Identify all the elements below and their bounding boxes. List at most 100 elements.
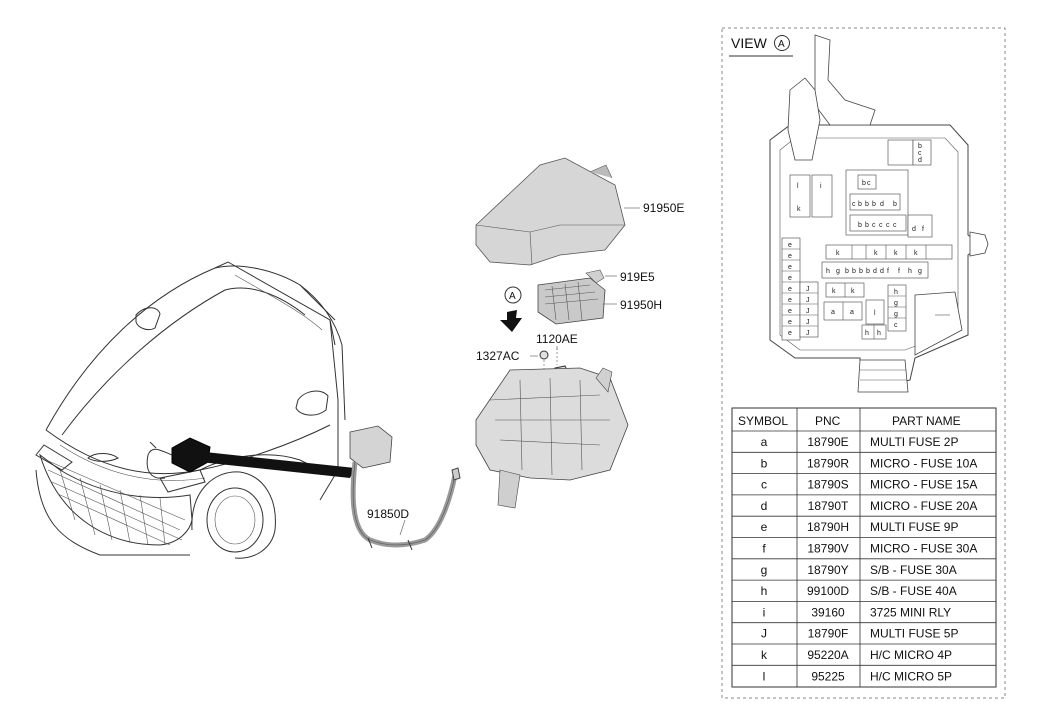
cell-label-h-1: h: [865, 330, 869, 337]
view-marker-letter: A: [778, 39, 785, 50]
cell-label-j-5: J: [806, 330, 810, 337]
callout-fuse-block: 91950H: [620, 298, 662, 312]
cell-label-e-5: e: [788, 286, 792, 293]
table-cell-symbol: a: [761, 435, 768, 449]
table-cell-part-name: MICRO - FUSE 20A: [870, 499, 977, 513]
cell-label-c-top: c: [918, 150, 922, 157]
cell-label-j-3: J: [806, 308, 810, 315]
cell-label-d-side: d: [912, 226, 916, 233]
cell-label-c-row1: c: [867, 180, 871, 187]
fuse-box-cover: [475, 157, 626, 266]
cell-label-b-row2d: b: [893, 201, 897, 208]
cell-label-j-4: J: [806, 319, 810, 326]
table-cell-part-name: 3725 MINI RLY: [870, 605, 951, 619]
cell-label-c-4: c: [894, 322, 898, 329]
cell-label-b-row2b: b: [865, 201, 869, 208]
lower-box: [475, 367, 629, 509]
battery-cable: [349, 425, 461, 551]
cell-label-k-5: k: [832, 288, 836, 295]
callout-cable: 91850D: [367, 507, 409, 521]
cell-label-b-rowc: b: [859, 268, 863, 275]
cell-label-g-2: g: [894, 311, 898, 318]
table-cell-pnc: 95225: [811, 669, 845, 683]
cell-label-a-1: a: [831, 309, 835, 316]
callout-bolt: 1120AE: [536, 332, 578, 346]
callout-nut: 1327AC: [476, 349, 520, 363]
cell-label-k-2: k: [874, 250, 878, 257]
table-cell-pnc: 39160: [811, 605, 845, 619]
cell-label-e-4: e: [788, 275, 792, 282]
cell-label-c-row3a: c: [872, 222, 876, 229]
cell-label-e-8: e: [788, 319, 792, 326]
cell-label-f-rowb: f: [898, 268, 900, 275]
cell-label-b-row3a: b: [858, 222, 862, 229]
table-header-part-name: PART NAME: [892, 414, 961, 428]
table-cell-pnc: 18790E: [807, 435, 848, 449]
cell-label-k-4: k: [914, 250, 918, 257]
cell-label-b-top: b: [918, 143, 922, 150]
view-panel-frame: [721, 27, 1006, 699]
table-cell-symbol: c: [761, 478, 767, 492]
cell-label-f-rowa: f: [887, 268, 889, 275]
cell-label-c-row3b: c: [879, 222, 883, 229]
cell-label-c-row2: c: [852, 201, 856, 208]
cell-label-g-row: g: [836, 268, 840, 275]
e-column: e e e e e e e e e J J J J J: [781, 237, 819, 341]
table-cell-symbol: i: [763, 605, 766, 619]
cell-label-k-6: k: [851, 288, 855, 295]
fuse-box-exploded-view: [349, 157, 640, 551]
table-cell-part-name: MICRO - FUSE 30A: [870, 542, 977, 556]
fuse-layout-diagram: l k i b c d b c c b b b d b b b c c c c: [769, 34, 989, 393]
table-cell-part-name: MULTI FUSE 9P: [870, 520, 958, 534]
view-marker-circle: [774, 35, 790, 51]
table-cell-symbol: g: [761, 563, 768, 577]
table-cell-symbol: f: [762, 542, 766, 556]
cell-label-e-6: e: [788, 297, 792, 304]
table-cell-part-name: H/C MICRO 4P: [870, 648, 952, 662]
cell-label-e-3: e: [788, 264, 792, 271]
table-cell-pnc: 18790S: [807, 478, 848, 492]
table-cell-symbol: d: [761, 499, 768, 513]
table-cell-part-name: S/B - FUSE 40A: [870, 584, 957, 598]
table-cell-symbol: J: [761, 627, 767, 641]
cell-label-c-row3c: c: [886, 222, 890, 229]
relay-fuse-block: [537, 277, 606, 325]
table-cell-part-name: MICRO - FUSE 15A: [870, 478, 977, 492]
table-cell-symbol: e: [761, 520, 768, 534]
table-cell-pnc: 95220A: [807, 648, 848, 662]
callout-clip: 919E5: [620, 270, 655, 284]
table-cell-pnc: 18790Y: [807, 563, 848, 577]
cell-label-j-2: J: [806, 297, 810, 304]
cell-label-b-rowd: b: [866, 268, 870, 275]
cell-label-d-row2: d: [880, 201, 884, 208]
cell-label-g-1: g: [894, 300, 898, 307]
table-cell-part-name: MICRO - FUSE 10A: [870, 456, 977, 470]
emblem-icon: [87, 453, 119, 462]
cell-label-h-row: h: [826, 268, 830, 275]
table-cell-symbol: l: [763, 669, 766, 683]
cell-label-e-1: e: [788, 242, 792, 249]
cell-label-g-rowb: g: [918, 268, 922, 275]
cell-label-k: k: [797, 206, 801, 213]
view-marker-label: A: [509, 291, 516, 302]
table-cell-pnc: 18790V: [807, 542, 848, 556]
cell-label-k-3: k: [894, 250, 898, 257]
cell-label-b-row2a: b: [858, 201, 862, 208]
cell-label-l-2: l: [874, 310, 876, 317]
cell-label-h-3: h: [894, 289, 898, 296]
view-label: VIEW: [731, 35, 768, 51]
table-header-symbol: SYMBOL: [738, 414, 788, 428]
table-header-pnc: PNC: [815, 414, 841, 428]
table-cell-symbol: k: [761, 648, 768, 662]
cell-label-b-row3b: b: [865, 222, 869, 229]
table-cell-pnc: 18790R: [807, 456, 849, 470]
cell-label-b-row1: b: [862, 180, 866, 187]
nut-part: [539, 350, 549, 360]
cell-label-b-rowa: b: [845, 268, 849, 275]
table-cell-part-name: MULTI FUSE 5P: [870, 627, 958, 641]
cell-label-e-7: e: [788, 308, 792, 315]
table-cell-symbol: h: [761, 584, 768, 598]
cell-label-b-rowb: b: [852, 268, 856, 275]
